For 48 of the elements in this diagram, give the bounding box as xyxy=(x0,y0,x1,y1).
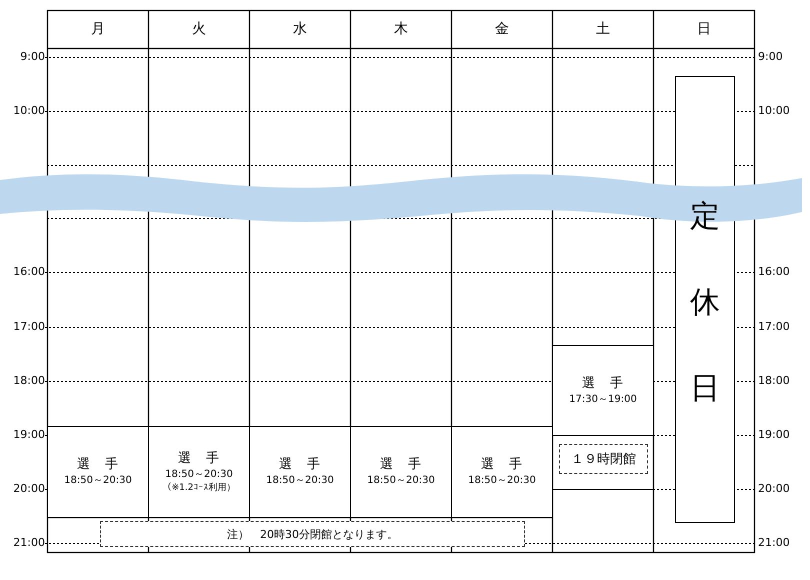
session-title: 選 手 xyxy=(481,456,523,474)
time-label: 17:00 xyxy=(13,321,45,333)
session-time: 18:50～20:30 xyxy=(165,468,233,482)
time-label: 17:00 xyxy=(758,321,790,333)
session-box xyxy=(350,426,452,518)
day-header: 日 xyxy=(696,21,712,37)
time-label: 9:00 xyxy=(20,51,45,63)
time-label: 18:00 xyxy=(13,375,45,387)
day-header: 月 xyxy=(90,21,106,37)
time-label: 16:00 xyxy=(13,266,45,278)
closing-note-box xyxy=(100,521,525,547)
time-label: 19:00 xyxy=(758,429,790,441)
session-box xyxy=(451,426,553,518)
session-title: 選 手 xyxy=(380,456,422,474)
time-label: 21:00 xyxy=(758,537,790,549)
session-title: 選 手 xyxy=(77,456,119,474)
time-label: 20:00 xyxy=(758,483,790,495)
session-box xyxy=(148,426,250,518)
day-header: 金 xyxy=(494,21,510,37)
time-label: 16:00 xyxy=(758,266,790,278)
closed-day-box xyxy=(675,76,735,523)
time-label: 20:00 xyxy=(13,483,45,495)
time-label: 21:00 xyxy=(13,537,45,549)
session-time: 18:50～20:30 xyxy=(266,474,334,488)
time-label: 19:00 xyxy=(13,429,45,441)
closed-day-text: 定休日 xyxy=(690,198,720,408)
session-box xyxy=(552,345,654,436)
session-time: 18:50～20:30 xyxy=(64,474,132,488)
closing-time-text: １９時閉館 xyxy=(571,451,636,468)
session-title: 選 手 xyxy=(279,456,321,474)
time-label: 18:00 xyxy=(758,375,790,387)
closing-note-box xyxy=(559,444,648,474)
session-title: 選 手 xyxy=(178,450,220,468)
note-text: 注） 20時30分閉館となります。 xyxy=(227,526,398,542)
session-time: 17:30～19:00 xyxy=(569,392,637,406)
time-label: 10:00 xyxy=(758,105,790,117)
session-time: 18:50～20:30 xyxy=(367,474,435,488)
session-box xyxy=(47,426,149,518)
course-note: （※1.2ｺｰｽ利用） xyxy=(162,482,236,494)
day-header: 水 xyxy=(292,21,308,37)
day-header: 木 xyxy=(393,21,409,37)
day-header: 土 xyxy=(595,21,611,37)
session-time: 18:50～20:30 xyxy=(468,474,536,488)
time-label: 10:00 xyxy=(13,105,45,117)
session-box xyxy=(249,426,351,518)
day-header: 火 xyxy=(191,21,207,37)
time-label: 9:00 xyxy=(758,51,783,63)
session-title: 選 手 xyxy=(582,374,624,392)
